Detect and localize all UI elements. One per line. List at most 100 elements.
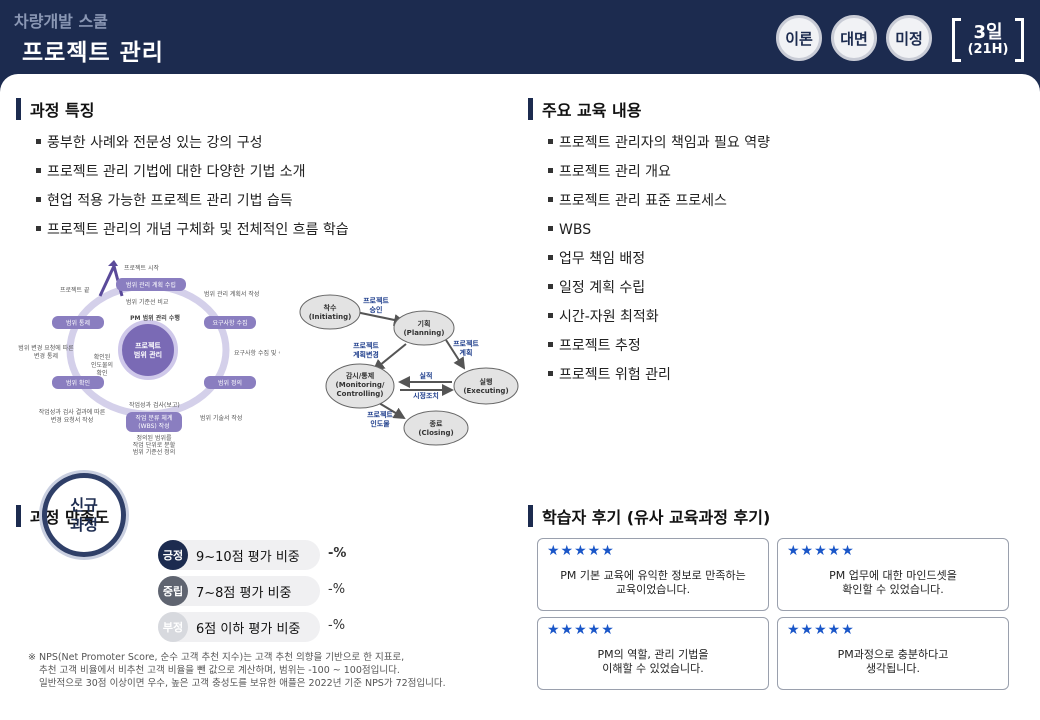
node-define: [204, 376, 256, 389]
svg-text:요구사항 수집 및 식: 요구사항 수집 및 식: [234, 349, 280, 357]
svg-text:계획변경: 계획변경: [353, 350, 379, 359]
bullet-icon: [36, 225, 41, 231]
list-item: 프로젝트 관리 표준 프로세스: [548, 187, 770, 216]
review-text: PM과정으로 충분하다고 생각됩니다.: [837, 648, 949, 675]
list-item: 프로젝트 관리자의 책임과 필요 역량: [548, 129, 770, 158]
svg-text:변경 요청서 작성: 변경 요청서 작성: [51, 416, 93, 424]
svg-text:(Planning): (Planning): [403, 329, 444, 337]
node-requirements: [204, 316, 256, 329]
heading-bar: [528, 98, 533, 120]
duration-box: 3일 (21H): [952, 14, 1024, 62]
bracket-right: [1015, 18, 1024, 62]
svg-text:범위 변경 요청에 따른: 범위 변경 요청에 따른: [18, 344, 74, 352]
svg-text:범위 정의: 범위 정의: [218, 379, 242, 387]
bracket-left: [952, 18, 961, 62]
node-initiating: [299, 294, 361, 330]
process-group-diagram: 착수 (Initiating) 기획 (Planning) 감시/통제 (Mon…: [299, 294, 519, 446]
arrow-replan: [372, 343, 407, 372]
satisfaction-row-negative: 부정 6점 이하 평가 비중: [158, 612, 320, 642]
svg-text:프로젝트: 프로젝트: [353, 341, 379, 350]
svg-text:(WBS) 작성: (WBS) 작성: [138, 422, 169, 430]
page-header: 차량개발 스쿨 프로젝트 관리 이론 대면 미정 3일 (21H): [0, 0, 1040, 78]
review-card: ★★★★★ PM의 역할, 관리 기법을 이해할 수 있었습니다.: [537, 617, 769, 690]
svg-text:감시/통제: 감시/통제: [346, 371, 374, 380]
svg-text:범위 기준선 비교: 범위 기준선 비교: [126, 298, 169, 306]
svg-text:범위 기술서 작성: 범위 기술서 작성: [200, 414, 242, 422]
reviews-title: 학습자 후기 (유사 교육과정 후기): [542, 508, 771, 527]
svg-text:정의된 범위를: 정의된 범위를: [136, 434, 172, 442]
features-list: 풍부한 사례와 전문성 있는 강의 구성 프로젝트 관리 기법에 대한 다양한 …: [36, 129, 349, 245]
negative-value: -%: [328, 618, 346, 633]
content-title: 주요 교육 내용: [542, 101, 642, 120]
review-text: PM 업무에 대한 마인드셋을 확인할 수 있었습니다.: [829, 569, 957, 596]
svg-text:Controlling): Controlling): [337, 390, 384, 398]
svg-text:작업 분류 체계: 작업 분류 체계: [136, 414, 173, 422]
svg-text:종료: 종료: [430, 420, 443, 428]
badge-offline: 대면: [831, 15, 877, 61]
svg-text:범위 통제: 범위 통제: [66, 319, 90, 327]
bullet-icon: [548, 283, 553, 289]
heading-bar: [16, 505, 21, 527]
content-list: 프로젝트 관리자의 책임과 필요 역량 프로젝트 관리 개요 프로젝트 관리 표…: [548, 129, 770, 390]
review-card: ★★★★★ PM과정으로 충분하다고 생각됩니다.: [777, 617, 1009, 690]
positive-value: -%: [328, 546, 347, 561]
svg-text:프로젝트: 프로젝트: [363, 296, 389, 305]
neutral-label: 7~8점 평가 비중: [196, 585, 292, 601]
list-item: WBS: [548, 216, 770, 245]
page-title: 프로젝트 관리: [22, 40, 164, 66]
nps-note: ※ NPS(Net Promoter Score, 순수 고객 추천 지수)는 …: [28, 652, 446, 689]
list-item: 현업 적용 가능한 프로젝트 관리 기법 습득: [36, 187, 349, 216]
badge-undecided: 미정: [886, 15, 932, 61]
svg-text:범위 확인: 범위 확인: [66, 379, 90, 387]
star-rating: ★★★★★: [547, 543, 615, 559]
node-executing: [453, 367, 519, 405]
bullet-icon: [548, 196, 553, 202]
list-item: 프로젝트 관리 개요: [548, 158, 770, 187]
bullet-icon: [548, 225, 553, 231]
scope-management-diagram: 프로젝트 범위 관리 PM 범위 관리 수행 프로젝트 시작 프로젝트 끝 범위…: [18, 260, 280, 456]
svg-text:(Executing): (Executing): [463, 387, 508, 395]
positive-badge: 긍정: [158, 540, 188, 570]
center-label-2: 범위 관리: [134, 350, 162, 359]
svg-text:프로젝트: 프로젝트: [367, 410, 393, 419]
node-verify: [52, 376, 104, 389]
svg-text:확인된: 확인된: [94, 353, 111, 361]
arrow-head: [108, 260, 118, 266]
list-item: 프로젝트 관리 기법에 대한 다양한 기법 소개: [36, 158, 349, 187]
satisfaction-row-positive: 긍정 9~10점 평가 비중: [158, 540, 320, 570]
svg-text:시정조치: 시정조치: [413, 391, 439, 400]
neutral-value: -%: [328, 582, 346, 597]
list-item: 프로젝트 추정: [548, 332, 770, 361]
features-title: 과정 특징: [30, 101, 95, 120]
list-item: 프로젝트 관리의 개념 구체화 및 전체적인 흐름 학습: [36, 216, 349, 245]
new-course-badge: 신규 과정: [42, 473, 126, 557]
review-text: PM 기본 교육에 유익한 정보로 만족하는 교육이었습니다.: [560, 569, 746, 596]
bullet-icon: [548, 254, 553, 260]
svg-text:범위 관리 계획 수립: 범위 관리 계획 수립: [126, 281, 176, 289]
svg-text:변경 통제: 변경 통제: [34, 352, 58, 360]
bullet-icon: [36, 138, 41, 144]
svg-text:작업성과 검사 결과에 따른: 작업성과 검사 결과에 따른: [39, 408, 106, 416]
satisfaction-row-neutral: 중립 7~8점 평가 비중: [158, 576, 320, 606]
svg-text:작업성과 검사(보고): 작업성과 검사(보고): [129, 401, 180, 409]
svg-text:범위 관리 계획서 작성: 범위 관리 계획서 작성: [204, 290, 259, 298]
review-card: ★★★★★ PM 기본 교육에 유익한 정보로 만족하는 교육이었습니다.: [537, 538, 769, 611]
node-closing: [403, 410, 469, 446]
svg-text:계획: 계획: [460, 348, 473, 357]
end-label: 프로젝트 끝: [60, 286, 90, 294]
list-item: 프로젝트 위험 관리: [548, 361, 770, 390]
node-plan: [116, 278, 186, 291]
svg-text:(Closing): (Closing): [418, 429, 453, 437]
review-text: PM의 역할, 관리 기법을 이해할 수 있었습니다.: [597, 648, 709, 675]
bullet-icon: [548, 341, 553, 347]
star-rating: ★★★★★: [787, 622, 855, 638]
svg-text:범위 기준선 정의: 범위 기준선 정의: [133, 448, 175, 456]
bullet-icon: [548, 370, 553, 376]
list-item: 일정 계획 수립: [548, 274, 770, 303]
start-label: 프로젝트 시작: [124, 264, 160, 272]
category-label: 차량개발 스쿨: [14, 12, 108, 31]
list-item: 시간-자원 최적화: [548, 303, 770, 332]
positive-label: 9~10점 평가 비중: [196, 549, 300, 565]
center-circle: [118, 320, 178, 380]
svg-text:확인: 확인: [96, 369, 107, 377]
